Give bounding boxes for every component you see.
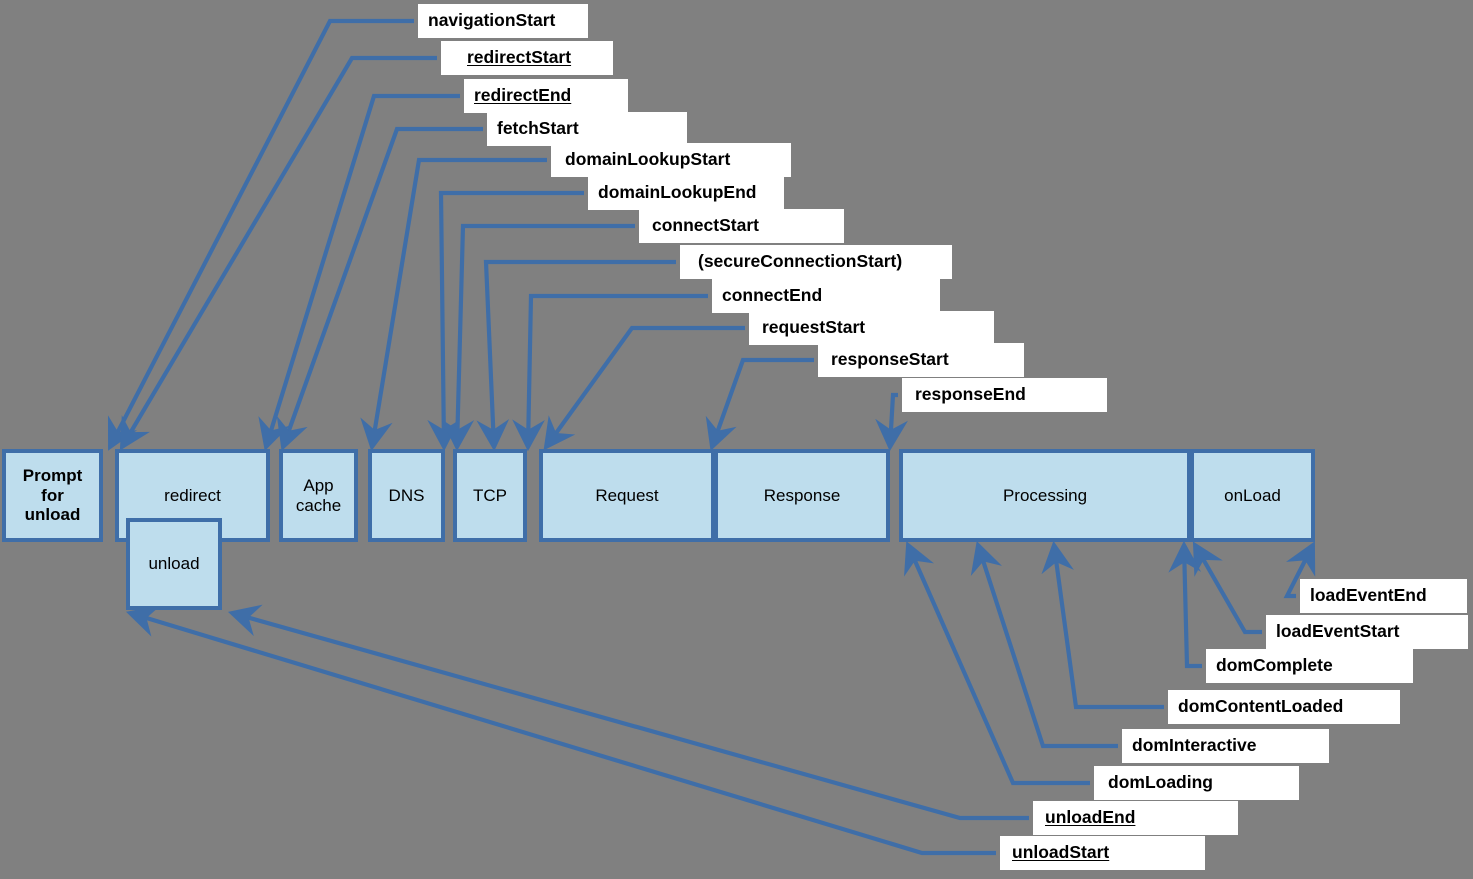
event-label-text: requestStart: [762, 317, 866, 338]
phase-bar-request: Request: [539, 449, 715, 542]
event-label-redirectEnd: redirectEnd: [464, 79, 628, 113]
event-label-unloadStart: unloadStart: [1000, 836, 1205, 870]
connector-navigationStart: [107, 18, 414, 451]
connector-redirectStart: [119, 55, 437, 451]
event-label-connectEnd: connectEnd: [712, 279, 940, 313]
event-label-domainLookupStart: domainLookupStart: [551, 143, 791, 177]
event-label-text: fetchStart: [497, 118, 579, 139]
event-label-domLoading: domLoading: [1094, 766, 1299, 800]
event-label-text: (secureConnectionStart): [698, 251, 903, 272]
connector-responseEnd: [875, 392, 908, 452]
event-label-text: redirectEnd: [474, 85, 572, 106]
event-label-text: domContentLoaded: [1178, 696, 1344, 717]
connector-redirectEnd: [258, 93, 460, 452]
event-label-domInteractive: domInteractive: [1122, 729, 1329, 763]
event-label-loadEventEnd: loadEventEnd: [1300, 579, 1467, 613]
event-label-secureConnectionStart: (secureConnectionStart): [680, 245, 952, 279]
event-label-domContentLoaded: domContentLoaded: [1168, 690, 1400, 724]
event-label-unloadEnd: unloadEnd: [1033, 801, 1238, 835]
event-label-text: domLoading: [1108, 772, 1213, 793]
event-label-redirectStart: redirectStart: [441, 41, 613, 75]
phase-bar-app-cache: App cache: [279, 449, 358, 542]
event-label-fetchStart: fetchStart: [487, 112, 687, 146]
connector-loadEventStart: [1192, 541, 1262, 635]
connector-domContentLoaded: [1041, 540, 1164, 710]
event-label-responseEnd: responseEnd: [902, 378, 1107, 412]
event-label-text: loadEventStart: [1276, 621, 1400, 642]
connector-domainLookupEnd: [427, 190, 584, 452]
phase-bar-onload: onLoad: [1190, 449, 1315, 542]
phase-bar-dns: DNS: [368, 449, 445, 542]
event-label-text: responseEnd: [915, 384, 1026, 405]
event-label-domainLookupEnd: domainLookupEnd: [588, 176, 784, 210]
phase-bar-processing: Processing: [899, 449, 1191, 542]
event-label-domComplete: domComplete: [1206, 649, 1413, 683]
connector-connectEnd: [512, 293, 708, 452]
connector-requestStart: [543, 325, 745, 451]
phase-bar-unload: unload: [126, 518, 222, 610]
phase-bar-prompt-for-unload: Prompt for unload: [2, 449, 103, 542]
phase-bar-response: Response: [714, 449, 890, 542]
event-label-requestStart: requestStart: [749, 311, 994, 345]
event-label-text: domainLookupEnd: [598, 182, 757, 203]
connector-domainLookupStart: [360, 157, 547, 452]
event-label-connectStart: connectStart: [639, 209, 844, 243]
connector-connectStart: [441, 223, 635, 452]
connector-unloadStart: [125, 605, 996, 856]
event-label-loadEventStart: loadEventStart: [1266, 615, 1468, 649]
event-label-text: connectEnd: [722, 285, 823, 306]
connector-domInteractive: [970, 541, 1118, 749]
connector-unloadEnd: [227, 604, 1029, 821]
phase-bar-tcp: TCP: [453, 449, 527, 542]
event-label-text: unloadStart: [1012, 842, 1110, 863]
connector-responseStart: [705, 357, 814, 451]
connector-secureConnectionStart: [476, 259, 676, 452]
event-label-text: loadEventEnd: [1310, 585, 1427, 606]
event-label-text: redirectStart: [467, 47, 572, 68]
event-label-text: domInteractive: [1132, 735, 1257, 756]
event-label-responseStart: responseStart: [818, 343, 1024, 377]
event-label-text: navigationStart: [428, 10, 556, 31]
event-label-navigationStart: navigationStart: [418, 4, 588, 38]
event-label-text: connectStart: [652, 215, 759, 236]
event-label-text: domainLookupStart: [565, 149, 731, 170]
connector-domLoading: [904, 541, 1090, 786]
event-label-text: domComplete: [1216, 655, 1333, 676]
event-label-text: responseStart: [831, 349, 949, 370]
event-label-text: unloadEnd: [1045, 807, 1136, 828]
connector-fetchStart: [276, 126, 483, 451]
connector-domComplete: [1168, 540, 1202, 669]
